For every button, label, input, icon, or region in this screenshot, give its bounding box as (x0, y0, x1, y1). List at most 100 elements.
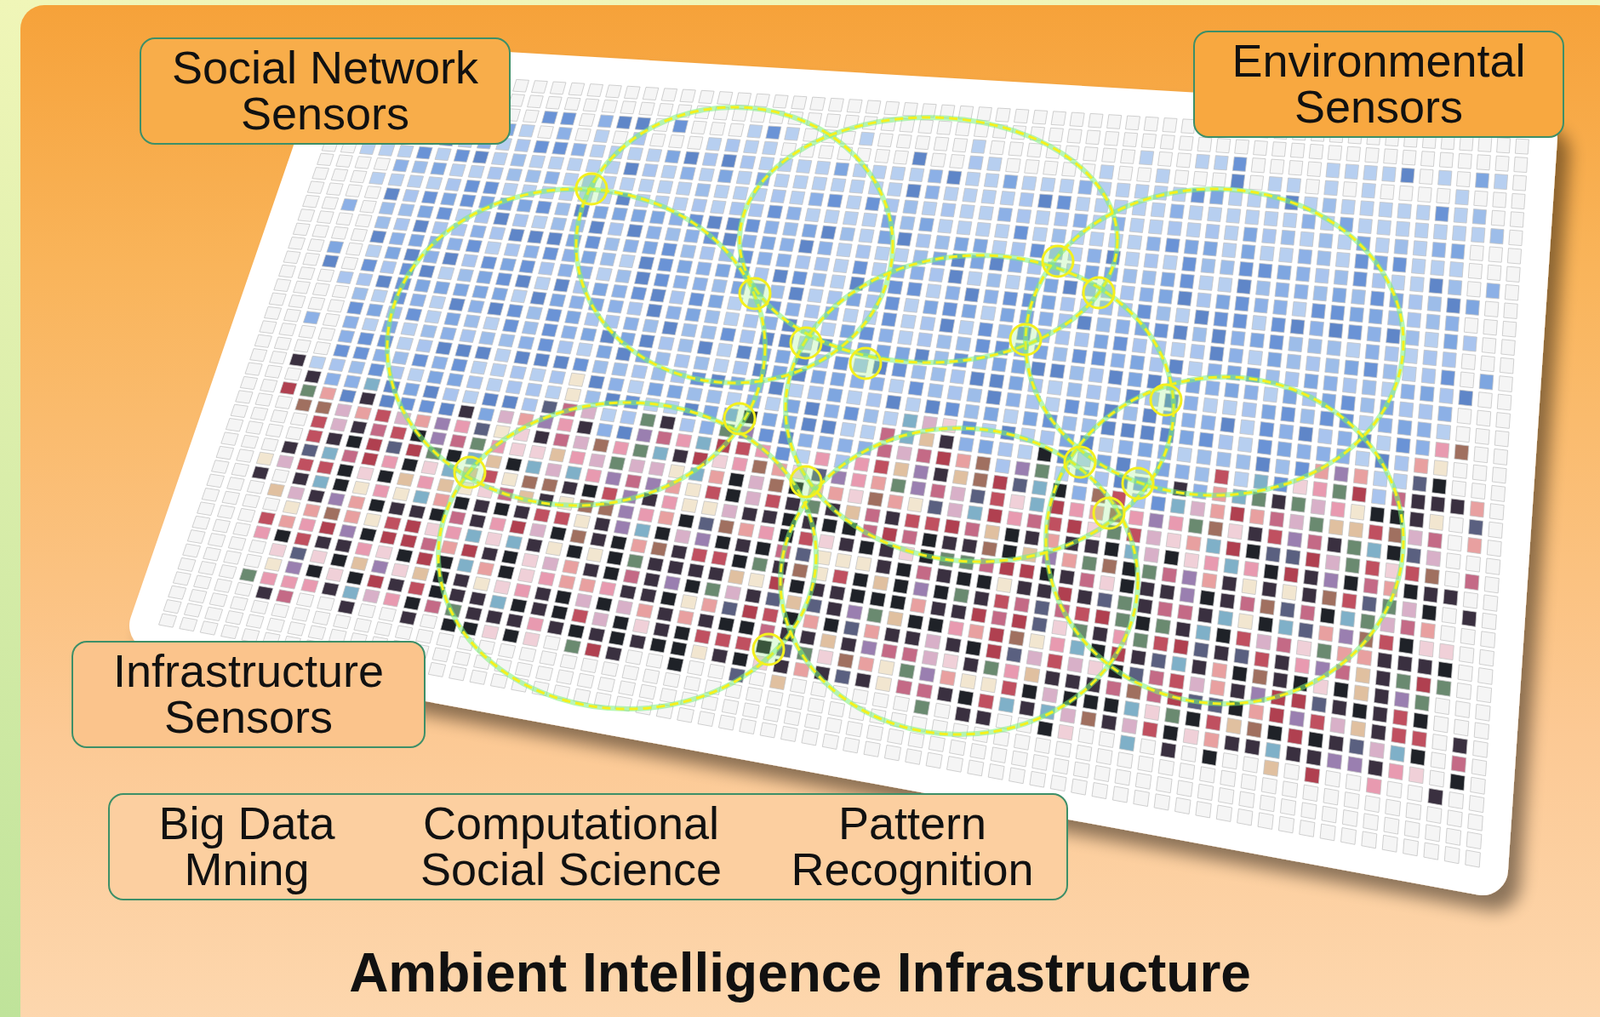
pixel-tile (1222, 400, 1237, 416)
pixel-tile (1008, 142, 1024, 156)
pixel-tile (1480, 631, 1496, 649)
pixel-tile (571, 142, 588, 156)
pixel-tile (418, 400, 436, 414)
pixel-tile (983, 289, 1000, 304)
pixel-tile (732, 360, 749, 375)
pixel-tile (1297, 249, 1313, 265)
pixel-tile (699, 246, 716, 261)
pixel-tile (1179, 587, 1195, 604)
pixel-tile (274, 395, 292, 409)
pixel-tile (1223, 225, 1239, 240)
pixel-tile (1397, 419, 1412, 436)
pixel-tile (1197, 607, 1213, 624)
pixel-tile (341, 257, 359, 270)
pixel-tile (1310, 498, 1326, 515)
pixel-tile (237, 508, 256, 522)
pixel-tile (978, 205, 995, 221)
pixel-tile (1453, 207, 1468, 223)
pixel-tile (774, 173, 790, 188)
pixel-tile (1114, 319, 1131, 334)
pixel-tile (626, 224, 643, 239)
pixel-tile (1054, 211, 1070, 227)
pixel-tile (622, 239, 640, 253)
pixel-tile (421, 191, 438, 205)
pixel-tile (459, 194, 476, 207)
pixel-tile (1279, 423, 1294, 440)
pixel-tile (1051, 228, 1067, 244)
pixel-tile (1462, 336, 1478, 353)
pixel-tile (1415, 440, 1430, 457)
pixel-tile (1240, 595, 1256, 612)
pixel-tile (298, 325, 316, 338)
pixel-tile (983, 406, 1000, 422)
pixel-tile (615, 269, 632, 284)
pixel-tile (392, 159, 409, 172)
pixel-tile (665, 306, 682, 320)
pixel-tile (687, 136, 703, 149)
pixel-tile (342, 315, 360, 329)
pixel-tile (638, 178, 655, 192)
pixel-tile (779, 238, 795, 252)
pixel-tile (1038, 311, 1054, 326)
pixel-tile (1451, 243, 1466, 259)
pixel-tile (1476, 154, 1491, 171)
pixel-tile (1022, 411, 1039, 427)
pixel-tile (235, 390, 253, 404)
pixel-tile (461, 254, 478, 268)
pixel-tile (519, 124, 536, 138)
pixel-tile (949, 369, 966, 384)
pixel-tile (1408, 294, 1423, 310)
pixel-tile (1098, 437, 1115, 453)
pixel-tile (421, 461, 439, 475)
pixel-tile (1488, 521, 1503, 538)
pixel-tile (1205, 223, 1220, 239)
pixel-tile (1078, 180, 1093, 195)
pixel-tile (588, 221, 606, 235)
pixel-tile (1057, 195, 1072, 211)
pixel-tile (1342, 377, 1358, 394)
pixel-tile (1328, 322, 1343, 338)
pixel-tile (891, 362, 908, 378)
pixel-tile (651, 542, 669, 557)
pixel-tile (702, 153, 718, 167)
pixel-tile (1285, 548, 1301, 566)
pixel-tile (728, 472, 745, 487)
pixel-tile (608, 456, 625, 471)
pixel-tile (1457, 171, 1471, 188)
pixel-tile (657, 103, 675, 117)
pixel-tile (525, 538, 543, 554)
pixel-tile (501, 472, 519, 486)
pixel-tile (533, 430, 551, 445)
pixel-tile (1119, 578, 1135, 595)
pixel-tile (1318, 428, 1333, 445)
pixel-tile (987, 508, 1003, 524)
pixel-tile (1271, 494, 1287, 511)
pixel-tile (1426, 314, 1441, 330)
pixel-tile (1104, 131, 1120, 146)
pixel-tile (250, 406, 268, 420)
pixel-tile (1403, 348, 1418, 364)
pixel-tile (1051, 620, 1068, 636)
pixel-tile (1286, 354, 1302, 370)
pixel-tile (650, 288, 667, 303)
pixel-tile (994, 594, 1011, 610)
pixel-tile (412, 490, 430, 504)
pixel-tile (549, 526, 567, 542)
pixel-tile (1419, 386, 1435, 403)
pixel-tile (545, 541, 563, 556)
pixel-tile (1031, 617, 1048, 633)
pixel-tile (761, 509, 778, 525)
pixel-tile (1471, 227, 1486, 243)
pixel-tile (933, 584, 950, 600)
pixel-tile (1034, 600, 1050, 616)
pixel-tile (820, 225, 836, 240)
pixel-tile (657, 257, 675, 272)
pixel-tile (862, 408, 880, 423)
pixel-tile (508, 228, 525, 242)
pixel-tile (1476, 685, 1492, 703)
pixel-tile (1479, 373, 1494, 390)
pixel-tile (284, 367, 302, 381)
pixel-tile (1236, 279, 1252, 295)
pixel-tile (1413, 457, 1429, 475)
pixel-tile (1240, 419, 1255, 435)
